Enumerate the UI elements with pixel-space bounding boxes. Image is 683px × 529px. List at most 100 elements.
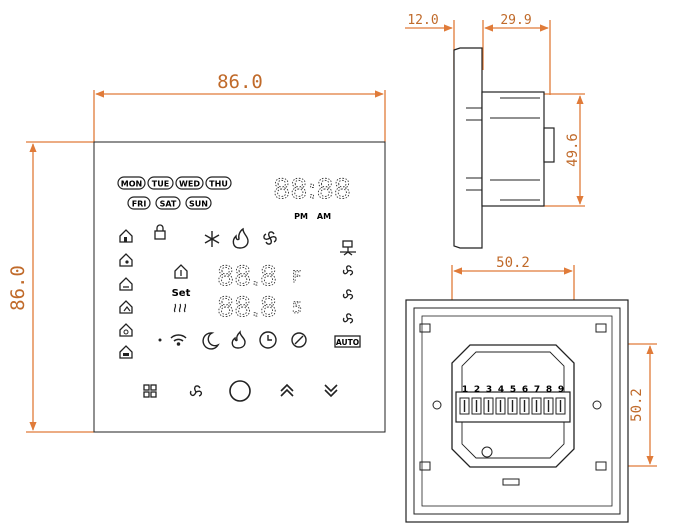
menu-button[interactable] [143,384,157,398]
terminal-screw-3 [483,397,494,415]
home-mode-1-icon [119,229,133,243]
side-panel-profile [453,47,483,249]
side-body-label: 29.9 [500,13,531,28]
up-button[interactable] [280,383,294,397]
temperature-display: Set 88.8 88.8 F 5 [172,261,303,324]
clock-icon [259,331,277,349]
back-round-port [481,446,493,458]
fan-button[interactable] [189,385,203,397]
weekday-row-2: FRI SAT SUN [127,196,212,210]
terminal-screws [459,397,566,415]
day-badge-thu [205,176,232,190]
set-temp-digits: 88.8 [217,292,277,323]
back-view: 50.2 50.2 1 2 3 4 5 6 7 [405,255,657,523]
lock-icon [154,224,166,240]
front-height-label: 86.0 [7,265,29,311]
terminal-number: 4 [498,385,504,395]
power-button[interactable] [229,380,251,402]
day-fri: FRI [132,200,147,209]
back-corner-tabs [419,323,607,471]
status-dot [158,338,162,342]
terminal-screw-7 [531,397,542,415]
day-wed: WED [179,180,200,189]
day-thu: THU [209,180,228,189]
down-button[interactable] [324,384,338,398]
terminal-number: 1 [462,385,468,395]
day-badge-mon [117,176,146,190]
front-view: 86.0 86.0 MON TUE WED THU FRI SAT S [7,71,386,433]
wifi-icon [170,334,187,346]
flame-icon [232,227,249,249]
terminal-screw-9 [555,397,566,415]
day-mon: MON [121,180,142,189]
day-badge-sun [185,196,212,210]
terminal-screw-8 [543,397,554,415]
terminal-screw-6 [519,397,530,415]
snowflake-icon [204,231,220,247]
back-width-label: 50.2 [496,255,530,271]
room-temp-digits: 88.8 [217,261,277,292]
clock-display: 88:88 [273,174,351,205]
side-depth-label: 12.0 [407,13,438,28]
terminal-number: 2 [474,385,480,395]
back-frame-recess [421,315,613,507]
fan-mid-icon [342,289,354,300]
heating-icon [173,303,187,313]
fan-high-icon [342,313,354,324]
am-indicator: AM [317,212,331,221]
terminal-screw-2 [471,397,482,415]
home-mode-3-icon [119,277,133,291]
terminal-number: 5 [510,385,516,395]
set-label: Set [172,288,191,299]
auto-label: AUTO [336,338,359,347]
back-screw-hole-right [592,400,602,410]
valve-icon [340,240,356,256]
terminal-numbers: 1 2 3 4 5 6 7 8 9 [462,385,564,395]
side-view: 12.0 29.9 49.6 [405,13,585,249]
heat-icon [231,330,246,349]
eco-icon [291,332,307,348]
weekday-row-1: MON TUE WED THU [117,176,232,190]
room-temp-icon [174,264,188,279]
terminal-number: 6 [522,385,528,395]
terminal-screw-5 [507,397,518,415]
fan-icon [263,231,277,245]
fan-low-icon [342,265,354,276]
back-bottom-slot [502,478,520,486]
day-sun: SUN [189,200,208,209]
unit-f-digit: F [292,267,301,286]
side-depth-dimension: 12.0 29.9 [405,13,551,95]
moon-icon [202,332,220,350]
home-mode-6-icon [119,345,133,359]
back-height-label: 50.2 [629,388,645,422]
back-width-dimension: 50.2 [451,255,575,348]
home-mode-4-icon [119,300,133,314]
terminal-number: 3 [486,385,492,395]
side-clips [466,97,540,201]
day-sat: SAT [160,200,177,209]
front-width-label: 86.0 [217,71,263,93]
day-badge-tue [147,176,174,190]
side-height-dimension: 49.6 [540,93,585,207]
front-width-dimension: 86.0 [93,71,386,142]
home-mode-5-icon [119,323,133,337]
home-mode-2-icon [119,253,133,267]
day-badge-sat [155,196,181,210]
side-housing [481,91,545,207]
auto-badge [334,335,361,348]
front-height-dimension: 86.0 [7,141,94,433]
day-badge-wed [175,176,204,190]
terminal-screw-1 [459,397,470,415]
back-frame-inner [413,307,621,515]
side-height-label: 49.6 [565,133,581,167]
terminal-number: 8 [546,385,552,395]
terminal-number: 7 [534,385,540,395]
unit-s-digit: 5 [292,298,302,317]
day-tue: TUE [152,180,169,189]
day-badge-fri [127,196,151,210]
terminal-screw-4 [495,397,506,415]
thermostat-panel [93,141,386,433]
pm-indicator: PM [294,212,308,221]
terminal-number: 9 [558,385,564,395]
